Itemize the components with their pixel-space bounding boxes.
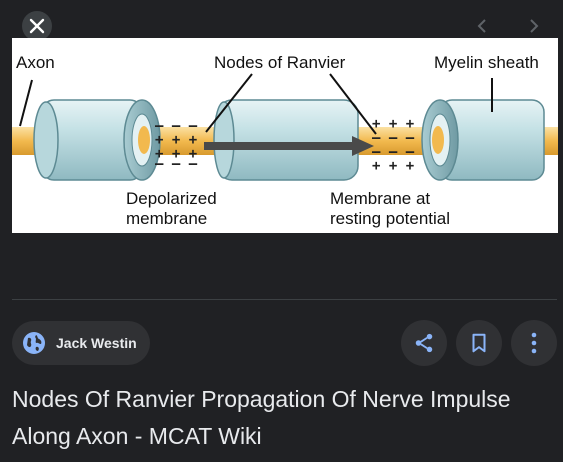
- chevron-left-icon: [477, 19, 486, 33]
- more-options-button[interactable]: [511, 320, 557, 366]
- charge-minus-left-bottom: – – –: [155, 156, 198, 172]
- section-divider: [12, 299, 557, 300]
- close-button[interactable]: [22, 11, 52, 41]
- myelin-segment-left: [33, 99, 161, 181]
- bookmark-icon: [472, 333, 486, 353]
- label-resting-line1: Membrane at: [330, 189, 430, 208]
- share-button[interactable]: [401, 320, 447, 366]
- charge-plus-left-top: + + +: [155, 132, 197, 148]
- label-myelin-sheath: Myelin sheath: [434, 53, 539, 72]
- preview-image[interactable]: – – – + + + + + + – – – + + + – – – – – …: [12, 38, 558, 233]
- label-depolarized-line2: membrane: [126, 209, 207, 228]
- source-chip[interactable]: Jack Westin: [12, 321, 150, 365]
- label-axon: Axon: [16, 53, 55, 72]
- previous-button[interactable]: [467, 11, 497, 41]
- label-nodes-of-ranvier: Nodes of Ranvier: [214, 53, 346, 72]
- charge-minus-left-top: – – –: [155, 118, 198, 134]
- save-button[interactable]: [456, 320, 502, 366]
- impulse-arrow: [204, 136, 374, 156]
- close-icon: [29, 18, 45, 34]
- more-vert-icon: [531, 332, 537, 354]
- share-icon: [415, 333, 433, 353]
- next-button[interactable]: [519, 11, 549, 41]
- charge-minus-right-top: – – –: [372, 130, 415, 146]
- label-resting-line2: resting potential: [330, 209, 450, 228]
- charge-minus-right-bottom: – – –: [372, 144, 415, 160]
- source-name: Jack Westin: [56, 335, 137, 351]
- charge-plus-left-bottom: + + +: [155, 146, 197, 162]
- label-depolarized-line1: Depolarized: [126, 189, 217, 208]
- globe-icon: [23, 332, 45, 354]
- charge-plus-right-top: + + +: [372, 116, 414, 132]
- chevron-right-icon: [530, 19, 539, 33]
- result-title[interactable]: Nodes Of Ranvier Propagation Of Nerve Im…: [12, 386, 511, 449]
- charge-plus-right-bottom: + + +: [372, 158, 414, 174]
- viewer-top-bar: [0, 0, 563, 41]
- myelin-segment-middle: [213, 99, 359, 181]
- axon-diagram: – – – + + + + + + – – – + + + – – – – – …: [12, 53, 558, 228]
- myelin-segment-right: [421, 99, 545, 181]
- leader-lines: [19, 73, 493, 135]
